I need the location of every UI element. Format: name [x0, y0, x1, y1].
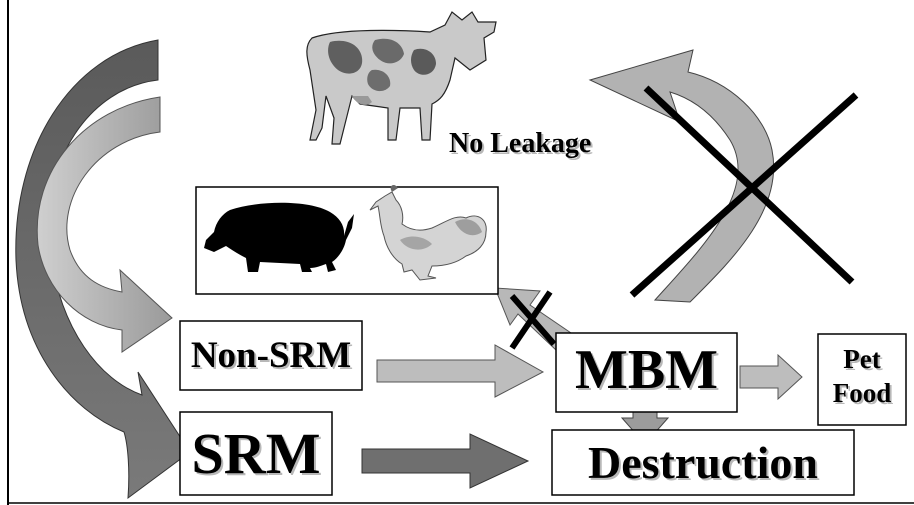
pet-food-label-line2: Food	[832, 378, 892, 408]
srm-box	[179, 411, 333, 496]
big-cross-line-2	[629, 92, 859, 298]
curved-arrow-to-cow	[588, 49, 775, 303]
non-srm-label: Non-SRM	[190, 335, 352, 376]
pet-food-box	[817, 333, 907, 426]
curved-arrow-to-non-srm	[36, 96, 173, 353]
srm-label: SRM	[191, 421, 321, 486]
arrow-non-srm-to-mbm	[376, 344, 545, 398]
mbm-label: MBM	[574, 339, 719, 401]
destruction-label: Destruction	[588, 437, 818, 488]
pig-icon	[204, 202, 354, 272]
curved-arrow-to-srm	[15, 39, 191, 500]
pet-food-label-line1: Pet	[843, 344, 881, 374]
arrow-mbm-to-pet-food	[739, 353, 803, 401]
non-srm-box	[179, 320, 363, 391]
mbm-box	[555, 332, 738, 413]
destruction-box	[551, 429, 855, 496]
big-cross-line-1	[643, 85, 855, 285]
no-leakage-label: No Leakage	[449, 128, 592, 159]
chicken-icon	[369, 185, 487, 281]
small-cross-line-2	[509, 290, 553, 350]
cow-icon	[306, 11, 497, 145]
arrow-srm-to-destruction	[361, 433, 530, 489]
